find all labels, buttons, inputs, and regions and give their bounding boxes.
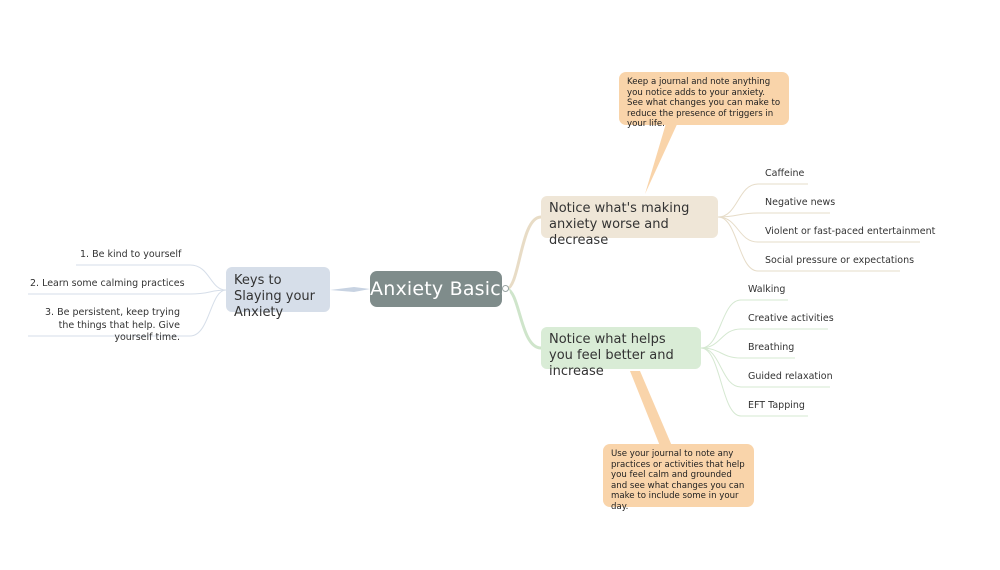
subtopic-guided-relaxation[interactable]: Guided relaxation: [748, 371, 833, 382]
topic-worse-label: Notice what's making anxiety worse and d…: [549, 201, 690, 248]
topic-keys-to-slaying[interactable]: Keys to Slaying your Anxiety: [226, 267, 330, 320]
subtopic-negative-news[interactable]: Negative news: [765, 197, 836, 208]
subtopic-walking[interactable]: Walking: [748, 284, 786, 295]
left-sub-connectors: [28, 264, 227, 337]
topic-notice-better[interactable]: Notice what helps you feel better and in…: [541, 327, 701, 379]
better-sub-connectors: [700, 299, 830, 417]
callout-journal-calm[interactable]: Use your journal to note any practices o…: [603, 444, 754, 512]
callout-tail-top: [645, 120, 679, 194]
subtopic-caffeine[interactable]: Caffeine: [765, 168, 805, 179]
topic-notice-worse[interactable]: Notice what's making anxiety worse and d…: [541, 196, 718, 248]
subtopic-violent-entertainment[interactable]: Violent or fast-paced entertainment: [765, 226, 936, 237]
topic-keys-label: Keys to Slaying your Anxiety: [234, 273, 315, 320]
collapse-toggle[interactable]: [502, 285, 509, 292]
subtopic-be-persistent[interactable]: 3. Be persistent, keep trying the things…: [45, 307, 180, 343]
central-topic[interactable]: Anxiety Basics: [370, 271, 511, 307]
subtopic-social-pressure[interactable]: Social pressure or expectations: [765, 255, 915, 266]
callout-tail-bottom: [630, 371, 672, 446]
subtopic-eft-tapping[interactable]: EFT Tapping: [748, 400, 805, 411]
connector-central-worse: [505, 215, 542, 291]
subtopic-calming-practices[interactable]: 2. Learn some calming practices: [30, 278, 185, 289]
subtopic-creative-activities[interactable]: Creative activities: [748, 313, 834, 324]
worse-sub-connectors: [717, 183, 920, 272]
subtopic-be-kind[interactable]: 1. Be kind to yourself: [80, 249, 182, 260]
subtopic-breathing[interactable]: Breathing: [748, 342, 795, 353]
connector-central-keys: [330, 287, 370, 292]
connector-central-better: [505, 287, 542, 350]
topic-better-label: Notice what helps you feel better and in…: [549, 332, 674, 379]
callout-journal-triggers[interactable]: Keep a journal and note anything you not…: [619, 72, 789, 129]
